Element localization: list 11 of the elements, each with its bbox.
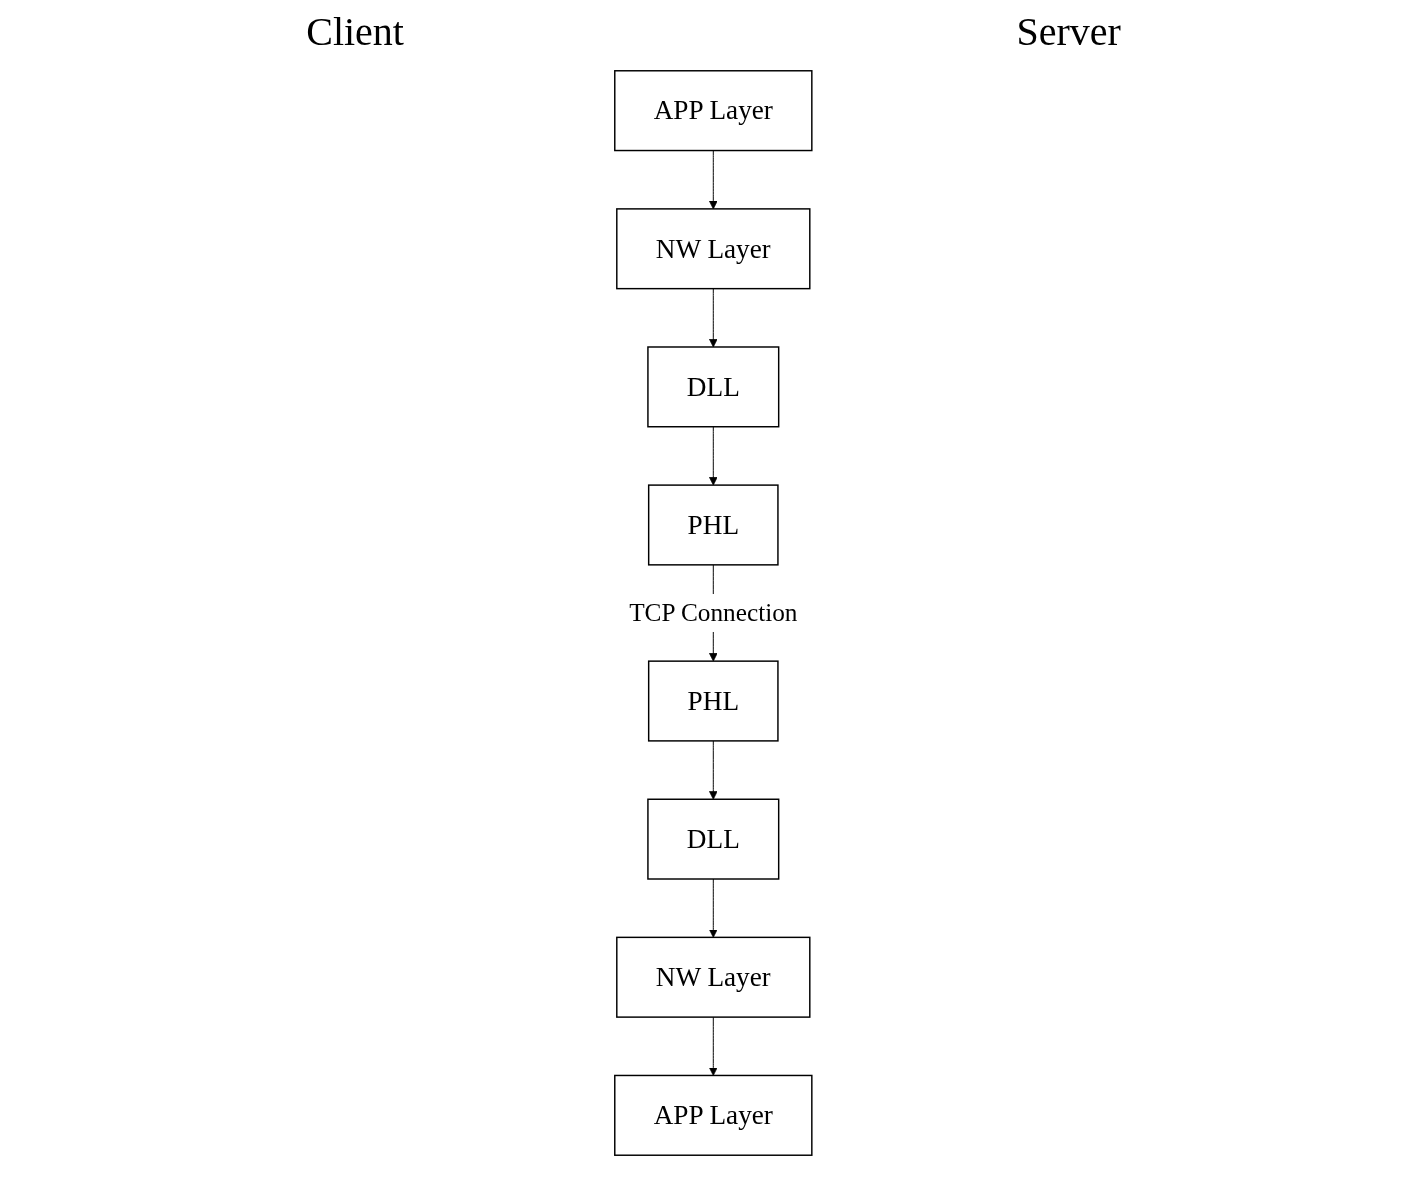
- node-box: PHL: [648, 484, 779, 566]
- edge-label: TCP Connection: [629, 598, 798, 628]
- column-heading: Server: [1016, 8, 1121, 55]
- node-box: PHL: [648, 660, 779, 742]
- column-heading: Client: [306, 8, 404, 55]
- node-box: APP Layer: [614, 70, 813, 152]
- node-box: NW Layer: [616, 208, 811, 290]
- node-box: DLL: [647, 346, 780, 428]
- node-box: NW Layer: [616, 936, 811, 1018]
- node-box: DLL: [647, 798, 780, 880]
- node-box: APP Layer: [614, 1074, 813, 1156]
